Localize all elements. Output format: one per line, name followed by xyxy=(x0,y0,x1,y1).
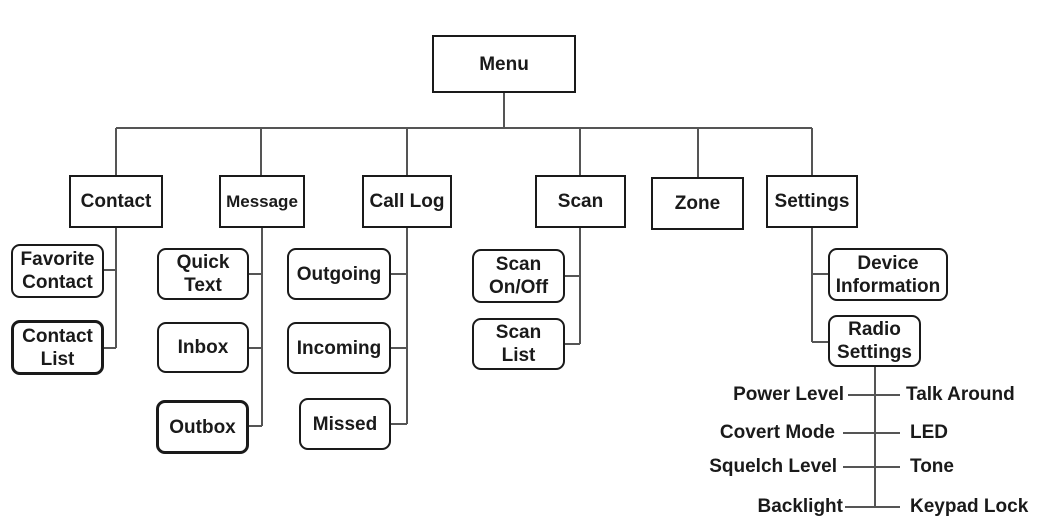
outgoing-box: Outgoing xyxy=(287,248,391,300)
inbox-box: Inbox xyxy=(157,322,249,373)
favorite-contact-box: Favorite Contact xyxy=(11,244,104,298)
radio-settings-box: Radio Settings xyxy=(828,315,921,367)
device-information-box: Device Information xyxy=(828,248,948,301)
outbox-box: Outbox xyxy=(156,400,249,454)
radio-item-tone: Tone xyxy=(910,456,954,477)
scan-list-box: Scan List xyxy=(472,318,565,370)
category-call-log-box: Call Log xyxy=(362,175,452,228)
radio-item-backlight: Backlight xyxy=(757,496,843,517)
radio-item-led: LED xyxy=(910,422,948,443)
category-zone-box: Zone xyxy=(651,177,744,230)
category-scan-box: Scan xyxy=(535,175,626,228)
contact-list-box: Contact List xyxy=(11,320,104,375)
scan-on-off-box: Scan On/Off xyxy=(472,249,565,303)
category-contact-box: Contact xyxy=(69,175,163,228)
menu-root-box: Menu xyxy=(432,35,576,93)
quick-text-box: Quick Text xyxy=(157,248,249,300)
radio-item-power-level: Power Level xyxy=(733,384,844,405)
radio-item-keypad-lock: Keypad Lock xyxy=(910,496,1029,517)
incoming-box: Incoming xyxy=(287,322,391,374)
category-message-box: Message xyxy=(219,175,305,228)
radio-item-talk-around: Talk Around xyxy=(906,384,1015,405)
category-settings-box: Settings xyxy=(766,175,858,228)
missed-box: Missed xyxy=(299,398,391,450)
radio-item-covert-mode: Covert Mode xyxy=(719,422,835,443)
radio-item-squelch-level: Squelch Level xyxy=(709,456,837,477)
